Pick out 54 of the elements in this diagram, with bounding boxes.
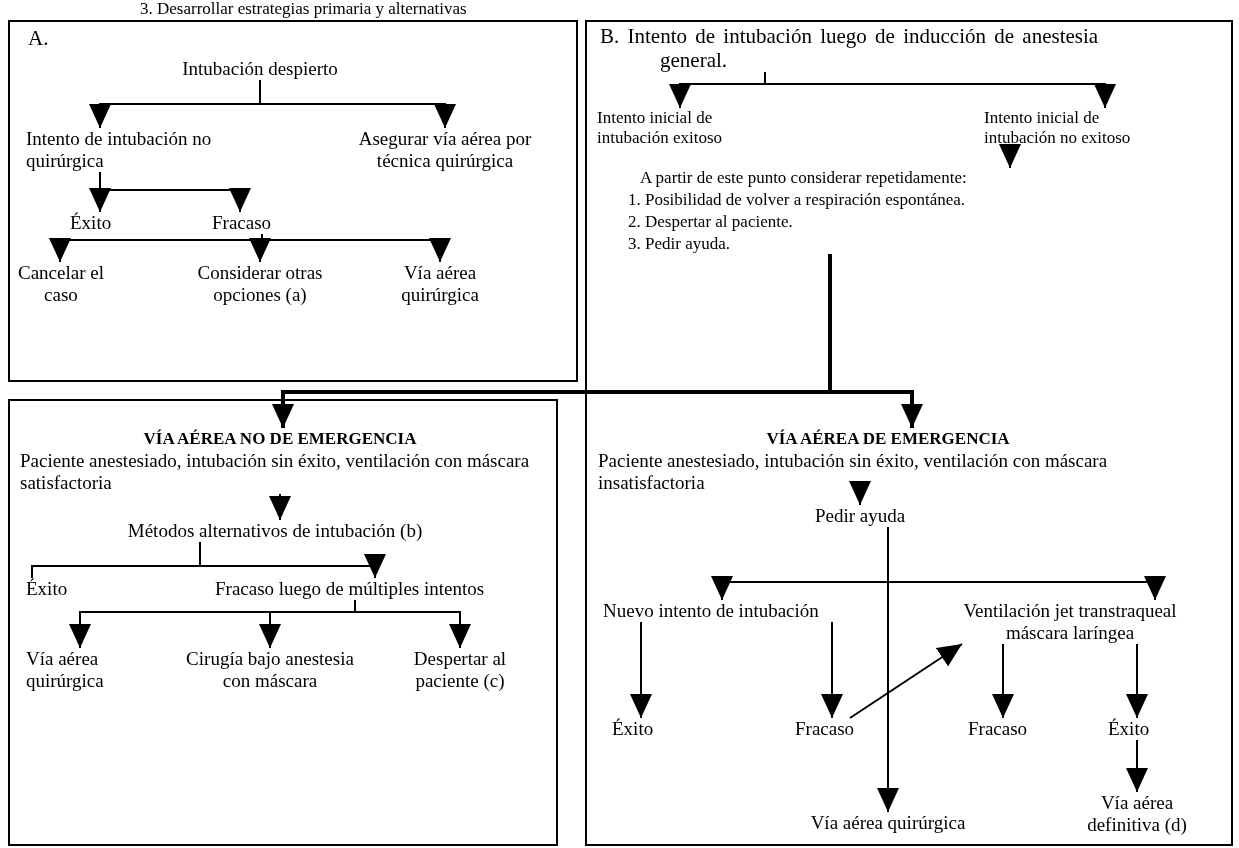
step-text: Intento inicial de intubación exitoso <box>597 108 787 148</box>
step-text: Despertar al paciente (c) <box>395 648 525 692</box>
step-text: Pedir ayuda <box>805 505 915 527</box>
instruction-text: A partir de este punto considerar repetidamente: <box>639 168 968 188</box>
arrow <box>269 493 291 521</box>
step-text: Fracaso luego de múltiples intentos <box>215 578 545 600</box>
step-text: Vía aérea quirúrgica <box>790 812 986 834</box>
list-item: 1. Posibilidad de volver a respiración espontánea. <box>627 190 967 210</box>
description-text: Paciente anestesiado, intubación sin éxito, ventilación con máscara satisfactoria <box>20 450 531 494</box>
arrow <box>849 481 871 506</box>
arrow <box>764 71 1116 109</box>
step-text: Ventilación jet transtraqueal máscara laríngea <box>935 600 1205 644</box>
panel-frame <box>8 399 558 846</box>
step-text: Métodos alternativos de intubación (b) <box>115 520 435 542</box>
step-text: Intento inicial de intubación no exitoso <box>984 108 1174 148</box>
step-text: Fracaso <box>212 212 292 234</box>
arrow <box>849 643 963 719</box>
step-text: Éxito <box>70 212 140 234</box>
step-text: Nuevo intento de intubación <box>603 600 873 622</box>
arrow <box>630 621 652 719</box>
arrow <box>999 144 1021 169</box>
step-text: Vía aérea quirúrgica <box>385 262 495 306</box>
step-text: Vía aérea definitiva (d) <box>1072 792 1202 836</box>
step-text: Asegurar vía aérea por técnica quirúrgica <box>350 128 540 172</box>
arrow <box>259 79 456 129</box>
list-item: 3. Pedir ayuda. <box>627 234 731 254</box>
section-heading: VÍA AÉREA DE EMERGENCIA <box>765 428 1011 450</box>
panel-frame <box>585 20 1233 846</box>
step-text: Intubación despierto <box>150 58 370 80</box>
step-text: Cancelar el caso <box>16 262 106 306</box>
arrow <box>199 541 386 579</box>
description-text: Paciente anestesiado, intubación sin éxito, ventilación con máscara insatisfactoria <box>598 450 1109 494</box>
arrow <box>354 599 471 649</box>
step-text: Éxito <box>1108 718 1178 740</box>
panel-frame <box>8 20 578 382</box>
section-heading: VÍA AÉREA NO DE EMERGENCIA <box>142 428 418 450</box>
step-text: Éxito <box>612 718 682 740</box>
arrow <box>992 643 1014 719</box>
arrow <box>821 621 843 719</box>
list-item: 2. Despertar al paciente. <box>627 212 794 232</box>
arrow <box>877 526 899 813</box>
step-text: Cirugía bajo anestesia con máscara <box>175 648 365 692</box>
step-text: Fracaso <box>968 718 1048 740</box>
step-text: Éxito <box>26 578 96 600</box>
step-text: Vía aérea quirúrgica <box>26 648 146 692</box>
step-text: Intento de intubación no quirúrgica <box>26 128 216 172</box>
step-text: Fracaso <box>795 718 875 740</box>
note-text: 3. Desarrollar estrategias primaria y alternativas <box>140 0 467 18</box>
arrow <box>1126 739 1148 793</box>
panel-heading: A. <box>28 26 49 50</box>
arrow <box>1126 643 1148 719</box>
panel-heading: B. Intento de intubación luego de inducción de anestesia general. <box>600 24 1100 72</box>
step-text: Considerar otras opciones (a) <box>175 262 345 306</box>
arrow <box>828 254 923 428</box>
